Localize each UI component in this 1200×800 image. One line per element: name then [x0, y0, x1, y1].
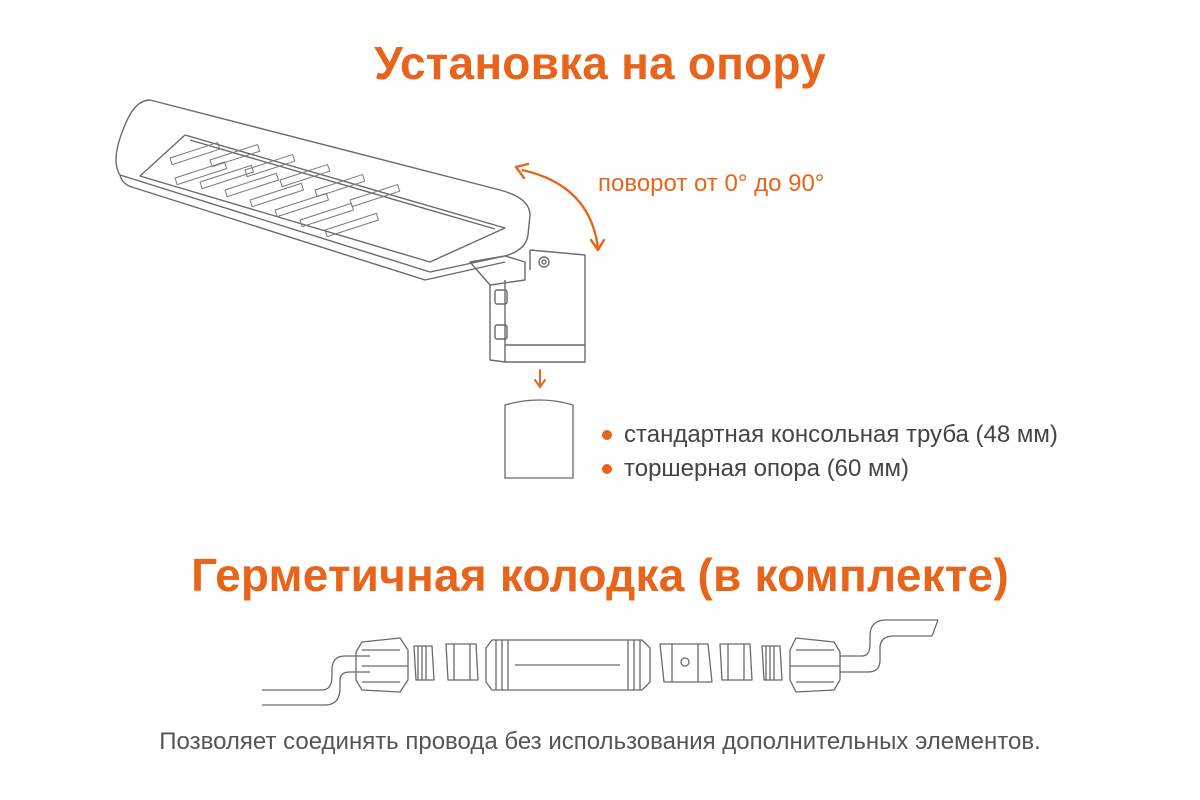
down-arrow-icon: [534, 369, 546, 389]
sealed-connector-icon: [262, 619, 939, 706]
rotation-arrow-icon: [514, 162, 606, 252]
connector-caption: Позволяет соединять провода без использо…: [159, 728, 1041, 755]
rotation-label: поворот от 0° до 90°: [598, 170, 825, 197]
mount-options-list: стандартная консольная труба (48 мм) тор…: [602, 418, 1058, 486]
list-item: торшерная опора (60 мм): [602, 452, 1058, 486]
pipe-icon: [504, 399, 574, 479]
bullet-dot-icon: [602, 464, 612, 474]
mount-title: Установка на опору: [374, 37, 826, 89]
option-standard-pipe: стандартная консольная труба (48 мм): [624, 421, 1058, 448]
connector-title: Герметичная колодка (в комплекте): [191, 549, 1009, 601]
bullet-dot-icon: [602, 430, 612, 440]
list-item: стандартная консольная труба (48 мм): [602, 418, 1058, 452]
option-floor-pole: торшерная опора (60 мм): [624, 455, 910, 482]
